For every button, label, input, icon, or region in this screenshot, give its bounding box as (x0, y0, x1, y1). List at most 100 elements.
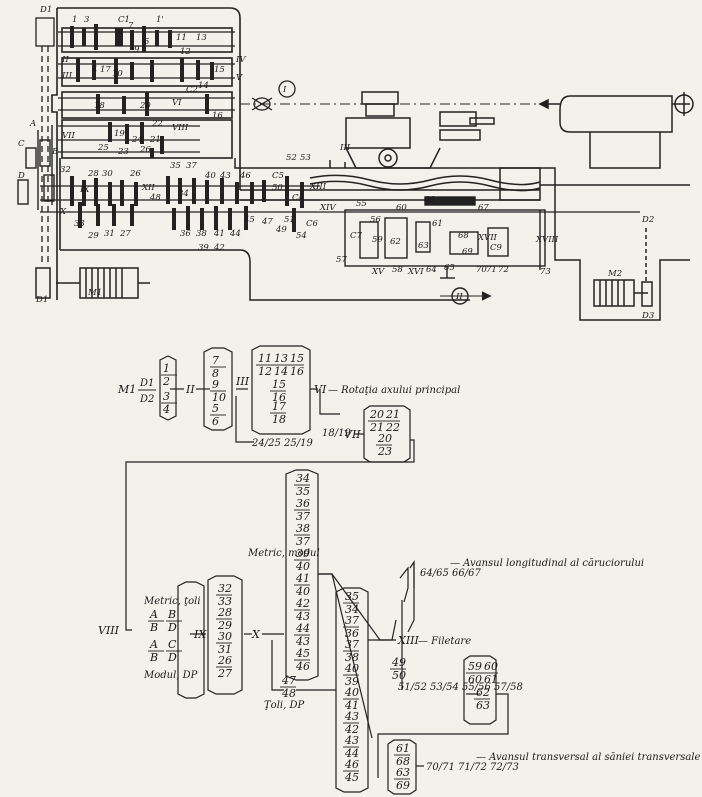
marker-ii: II (455, 292, 463, 302)
label-shaft-xiii: XIII (309, 182, 327, 192)
label-shaft-iv: IV (235, 55, 246, 65)
gear-number: 63 (418, 241, 429, 251)
gear-number: 16 (212, 111, 223, 121)
label-shaft-xviii: XVIII (535, 235, 559, 245)
label-shaft-x: X (59, 207, 67, 217)
label-gear-a: A (29, 119, 36, 129)
ratio-metric-box-den: 35 (296, 485, 310, 498)
scheme-belt-den: D2 (139, 394, 154, 405)
ratio-59-den: 61 (484, 673, 498, 686)
gear-number: 55 (356, 199, 367, 209)
scheme-lines (125, 345, 509, 795)
marker-i: I (282, 85, 287, 95)
ratio-metric-box-num: 39 (296, 547, 310, 560)
motor-m2 (593, 228, 653, 307)
ratio-metric-box-num: 45 (295, 647, 310, 660)
label-c9: C9 (490, 243, 503, 253)
ratio-g2-den: 10 (212, 391, 226, 404)
gear-number: 65 (444, 263, 455, 273)
gear-number: 56 (370, 215, 381, 225)
scheme-text: M1 D1 D2 II III VI — Rotaţia axului prin… (98, 375, 700, 773)
gear-number: 39 (198, 243, 209, 253)
ratio-g4-num: 17 (272, 400, 286, 413)
scheme-toli-caption: Ţoli, DP (264, 700, 304, 711)
label-gear-b: B (51, 147, 58, 157)
belt-d1 (35, 17, 55, 266)
gear-number: 44 (229, 229, 241, 239)
scheme-spindle-caption: — Rotaţia axului principal (328, 385, 460, 396)
label-c1: C1 (118, 15, 130, 25)
gear-number: 26 (129, 169, 141, 179)
ratio-ix-den: 33 (218, 595, 232, 608)
gear-number: 51 (284, 215, 295, 225)
ratio-ix-num: 30 (218, 630, 232, 643)
label-shaft-v: V (236, 73, 243, 83)
label-d1-top: D1 (39, 5, 52, 15)
motor-m1 (35, 267, 150, 299)
gear-number: 47 (261, 217, 273, 227)
gear-number: 48 (149, 193, 161, 203)
ratio-toli-box-num: 46 (344, 758, 359, 771)
scheme-longitudinal-caption: — Avansul longitudinal al căruciorului (450, 558, 644, 569)
ratio-modul-den: B (149, 651, 158, 664)
gear-number: 28 (87, 169, 99, 179)
gears-lower (70, 176, 304, 232)
scheme-shaft-ix: IX (193, 628, 207, 641)
gear-number: 57 (336, 255, 347, 265)
ratio-modul-den: D (167, 651, 177, 664)
gear-number: 69 (462, 247, 473, 257)
scheme-modul-caption: Modul, DP (143, 670, 198, 681)
ratio-g1-num: 1 (163, 362, 170, 375)
ratio-g5-den: 21 (369, 421, 384, 434)
ratio-toli-box-den: 41 (344, 699, 359, 712)
gear-number: 10 (112, 69, 123, 79)
ratio-g3-num: 13 (274, 352, 288, 365)
ratio-g5-num: 20 (377, 432, 392, 445)
gear-number: 17 (100, 65, 111, 75)
gear-number: 34 (178, 189, 189, 199)
label-d1-bottom: D1 (35, 295, 48, 305)
ratio-g2-num: 5 (212, 402, 219, 415)
gear-number: 37 (186, 161, 197, 171)
ratio-g1-num: 3 (163, 390, 170, 403)
gear-number: 15 (214, 65, 225, 75)
gear-number: 46 (239, 171, 251, 181)
gear-number: 72 (498, 265, 509, 275)
scheme-tail-ratio: 18/19 (322, 428, 351, 439)
ratio-59-den: 63 (476, 699, 490, 712)
gear-number: 3 (84, 15, 89, 25)
gear-number: 41 (213, 229, 225, 239)
gear-number: 29 (87, 231, 99, 241)
ratio-metric-box-num: 41 (295, 572, 310, 585)
gear-number: 21 (149, 135, 161, 145)
gear-number: 45 (243, 215, 255, 225)
scheme-cross-ratios: 70/71 71/72 72/73 (426, 762, 519, 773)
ratio-59-num: 60 (484, 660, 498, 673)
gear-number: 32 (60, 165, 71, 175)
gear-number: 66 (424, 195, 435, 205)
ratio-toli-box-num: 40 (344, 686, 359, 699)
apron (344, 196, 546, 305)
scheme-shaft-viii: VIII (98, 624, 120, 637)
label-shaft-xvi: XVI (407, 267, 424, 277)
change-gears-quadrant (17, 125, 55, 210)
gear-number: 64 (426, 265, 437, 275)
gear-number: 23 (117, 147, 129, 157)
ratio-cross-num: 63 (396, 766, 410, 779)
ratio-g3-den: 14 (274, 365, 288, 378)
ratio-ix-num: 32 (218, 582, 232, 595)
ratio-cross-den: 68 (396, 755, 410, 768)
gear-number: 5 (144, 37, 149, 47)
ratio-g2-num: 7 (212, 354, 219, 367)
ratio-toli-box-num: 37 (345, 638, 359, 651)
label-c2: C2 (186, 85, 198, 95)
ratio-toli-box-den: 45 (344, 771, 359, 784)
gear-number: 68 (458, 231, 469, 241)
ratio-toli-box-den: 34 (345, 603, 359, 616)
label-shaft-xv: XV (371, 267, 385, 277)
ratio-toli-box-num: 37 (345, 614, 359, 627)
gear-number: 26 (139, 145, 151, 155)
gear-number: 53 (300, 153, 311, 163)
